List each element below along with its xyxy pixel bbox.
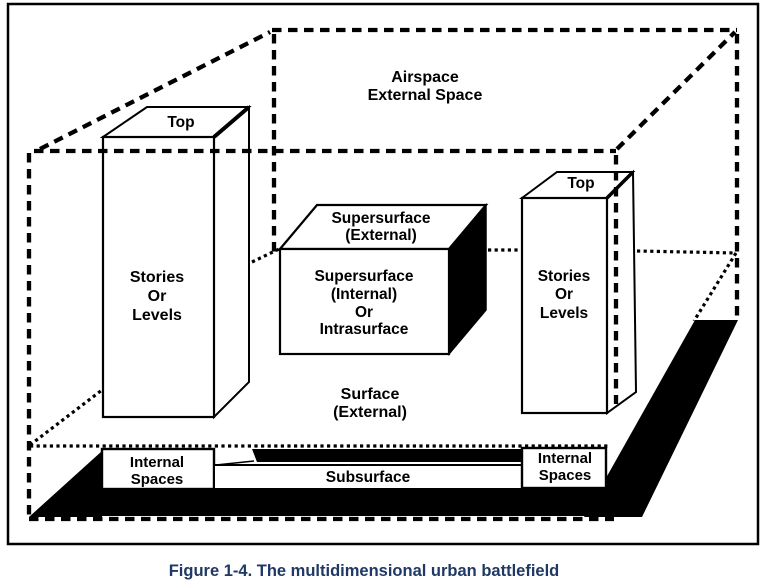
left-building-top-right-edge [212,105,251,139]
supersurface-front-label-line2: (Internal) [331,286,397,303]
diagram-labels: Airspace External Space Top Stories Or L… [130,69,595,488]
surface-left-dotted-edge [29,388,103,447]
right-building [518,169,638,415]
left-building-label-line3: Levels [132,307,182,324]
left-building [99,104,252,420]
right-building-top-label: Top [567,175,594,192]
supersurface-box [277,202,489,357]
right-building-side-face [606,169,638,415]
airspace-cube-dashed-lines [26,27,740,522]
supersurface-box-front-face [278,247,451,356]
left-building-label-line2: Or [148,288,167,305]
airspace-label-line2: External Space [368,87,483,104]
cube-left-top-diagonal [39,30,271,151]
subsurface-upper-black-band [252,449,523,462]
left-building-front-face [101,135,216,419]
ground-right-diagonal-band [584,320,738,517]
left-building-top-label: Top [167,114,194,131]
surface-back-dotted-segment-left [251,247,280,264]
right-internal-spaces-box [520,446,608,490]
ground-left-wedge [29,451,102,517]
surface-plane-dotted-lines [29,247,738,448]
surface-label-line1: Surface [341,386,400,403]
right-building-front-face [520,196,609,415]
ground-front-band [101,488,614,516]
ground-shadow-shapes [29,320,738,517]
surface-label-line2: (External) [333,404,407,421]
figure-caption: Figure 1-4. The multidimensional urban b… [169,562,560,580]
right-building-label-line1: Stories [538,268,591,285]
right-internal-spaces-label-line1: Internal [538,450,592,467]
supersurface-front-label-line3: Or [355,304,373,321]
airspace-label-line1: Airspace [391,69,459,86]
left-building-label-line1: Stories [130,269,184,286]
left-internal-spaces-label-line1: Internal [130,454,184,471]
supersurface-front-label-line1: Supersurface [314,268,413,285]
left-building-side-face [213,104,250,420]
subsurface-top-face-edge [215,460,255,466]
right-building-label-line3: Levels [540,305,588,322]
supersurface-top-label-line1: Supersurface [331,210,430,227]
right-building-label-line2: Or [555,286,573,303]
supersurface-top-label-line2: (External) [345,227,417,244]
cube-right-top-diagonal [615,30,737,151]
left-internal-spaces-label-line2: Spaces [131,471,184,488]
subsurface-label: Subsurface [326,469,411,486]
supersurface-front-label-line4: Intrasurface [320,321,409,338]
right-building-top-right-edge [605,170,635,200]
surface-right-dotted-edge [692,252,738,322]
right-internal-spaces-label-line2: Spaces [539,467,592,484]
